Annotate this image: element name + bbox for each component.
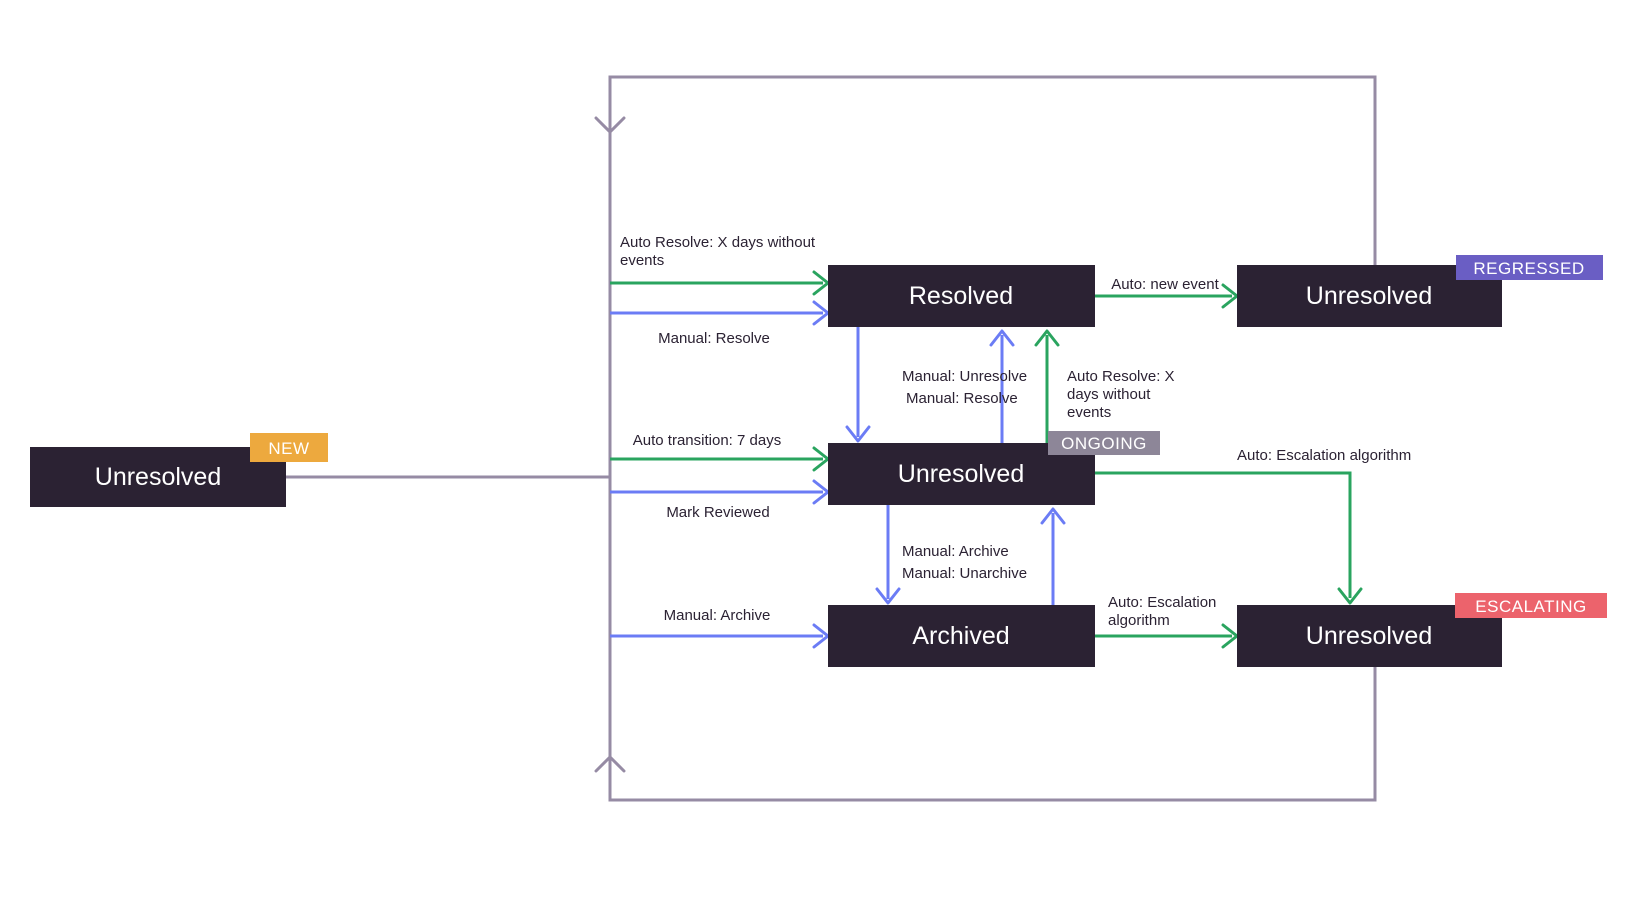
state-label: Archived <box>912 622 1009 650</box>
label-auto-escalation-archived-line2: algorithm <box>1108 612 1170 629</box>
arrowhead-down-icon <box>845 425 871 443</box>
arrowhead-down-icon <box>1337 587 1363 605</box>
label-manual-resolve-ongoing: Manual: Resolve <box>906 390 1018 407</box>
label-auto-escalation-archived-line1: Auto: Escalation <box>1108 594 1216 611</box>
state-regressed-unresolved: Unresolved REGRESSED <box>1237 255 1603 327</box>
state-label: Unresolved <box>898 460 1024 488</box>
label-auto-escalation-ongoing: Auto: Escalation algorithm <box>1237 447 1411 464</box>
ongoing-badge <box>1048 431 1160 455</box>
feedback-loop <box>286 75 1377 802</box>
state-escalating-unresolved: Unresolved ESCALATING <box>1237 593 1607 667</box>
arrowhead-up-icon <box>1040 507 1066 525</box>
state-new-unresolved: Unresolved NEW <box>30 433 328 507</box>
new-badge-label: NEW <box>268 439 309 458</box>
new-badge <box>250 433 328 462</box>
state-label: Unresolved <box>95 463 221 491</box>
label-manual-archive-row: Manual: Archive <box>664 607 771 624</box>
label-mark-reviewed: Mark Reviewed <box>666 504 769 521</box>
state-label: Resolved <box>909 282 1013 310</box>
state-label: Unresolved <box>1306 282 1432 310</box>
transition-labels: Auto Resolve: X days without events Manu… <box>620 234 1411 629</box>
state-ongoing-unresolved: Unresolved ONGOING <box>828 431 1160 505</box>
auto-transitions <box>610 270 1363 649</box>
label-manual-archive-pair: Manual: Archive <box>902 543 1009 560</box>
label-auto-resolve-new-line1: Auto Resolve: X days without <box>620 234 816 251</box>
arrowhead-up-icon <box>989 329 1015 347</box>
state-label: Unresolved <box>1306 622 1432 650</box>
arrowhead-down-icon <box>875 587 901 605</box>
arrow-auto-escalation-from-ongoing <box>1095 471 1352 598</box>
label-auto-resolve-ongoing-line2: days without <box>1067 386 1151 403</box>
loop-arrow-up-icon <box>594 755 626 773</box>
state-archived: Archived <box>828 605 1095 667</box>
label-auto-resolve-new-line2: events <box>620 252 664 269</box>
label-auto-transition: Auto transition: 7 days <box>633 432 781 449</box>
state-box <box>828 605 1095 667</box>
regressed-badge-label: REGRESSED <box>1473 259 1584 278</box>
loop-path <box>608 75 1377 802</box>
ongoing-badge-label: ONGOING <box>1061 434 1147 453</box>
label-manual-unresolve: Manual: Unresolve <box>902 368 1027 385</box>
state-resolved: Resolved <box>828 265 1095 327</box>
state-box <box>828 265 1095 327</box>
escalating-badge <box>1455 593 1607 618</box>
label-auto-resolve-ongoing-line1: Auto Resolve: X <box>1067 368 1175 385</box>
escalating-badge-label: ESCALATING <box>1475 597 1586 616</box>
arrowhead-up-icon <box>1034 329 1060 347</box>
label-auto-resolve-ongoing-line3: events <box>1067 404 1111 421</box>
regressed-badge <box>1456 255 1603 280</box>
label-manual-resolve-new: Manual: Resolve <box>658 330 770 347</box>
loop-arrow-down-icon <box>594 116 626 134</box>
label-auto-new-event: Auto: new event <box>1111 276 1219 293</box>
state-box <box>30 447 286 507</box>
label-manual-unarchive-pair: Manual: Unarchive <box>902 565 1027 582</box>
